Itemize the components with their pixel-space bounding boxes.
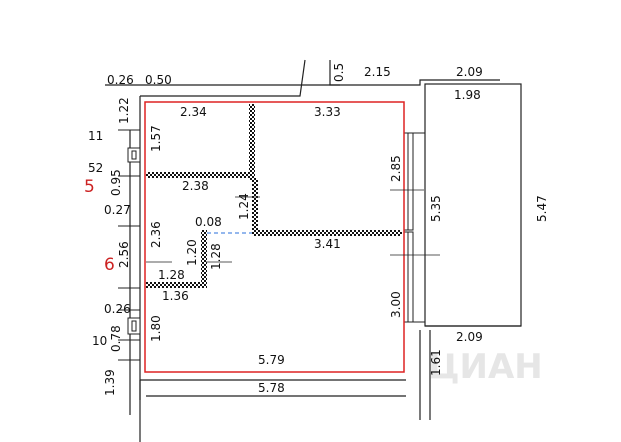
right-windows	[403, 132, 425, 323]
dim-label: 3.00	[389, 291, 403, 318]
dim-label: 1.24	[237, 193, 251, 220]
dim-label: 2.15	[364, 65, 391, 79]
dim-label: 2.09	[456, 65, 483, 79]
dim-label: 0.26	[107, 73, 134, 87]
dim-label: 5.47	[535, 195, 549, 222]
balcony	[424, 83, 522, 327]
watermark: ЦИАН	[428, 347, 543, 387]
dim-label: 0.27	[104, 203, 131, 217]
left-wall-details	[118, 129, 141, 361]
dim-label: 3.33	[314, 105, 341, 119]
dim-label: 0.50	[145, 73, 172, 87]
red-marker-label: 5	[84, 177, 95, 197]
dim-label: 1.39	[103, 369, 117, 396]
dim-label: 1.28	[209, 243, 223, 270]
dim-label: 5.78	[258, 381, 285, 395]
dim-label: 5.35	[429, 195, 443, 222]
dim-label: 0.95	[109, 169, 123, 196]
dim-label: 1.20	[185, 239, 199, 266]
dim-label: 2.85	[389, 155, 403, 182]
partitions	[146, 104, 402, 288]
apartment-outline	[144, 101, 405, 373]
dim-label: 52	[88, 161, 103, 175]
dim-label: 0.26	[104, 302, 131, 316]
dim-label: 1.61	[429, 349, 443, 376]
dim-label: 10	[92, 334, 107, 348]
dim-label: 1.22	[117, 97, 131, 124]
dim-label: 1.28	[158, 268, 185, 282]
dimension-ticks	[146, 189, 440, 263]
dim-label: 2.56	[117, 241, 131, 268]
dim-label: 2.38	[182, 179, 209, 193]
dim-label: 2.36	[149, 221, 163, 248]
dim-label: 1.36	[162, 289, 189, 303]
outer-walls	[105, 59, 500, 442]
dim-label: 0.5	[332, 63, 346, 82]
dim-label: 0.08	[195, 215, 222, 229]
dim-label: 2.09	[456, 330, 483, 344]
red-marker-label: 6	[104, 255, 115, 275]
dim-label: 1.98	[454, 88, 481, 102]
dim-label: 1.57	[149, 125, 163, 152]
dim-label: 11	[88, 129, 103, 143]
dim-label: 5.79	[258, 353, 285, 367]
dim-label: 2.34	[180, 105, 207, 119]
dimension-labels: 0.26 0.50 0.5 2.15 2.09 1.98 5.47 2.09 1…	[84, 63, 549, 396]
dim-label: 0.78	[109, 325, 123, 352]
dim-label: 3.41	[314, 237, 341, 251]
dim-label: 1.80	[149, 315, 163, 342]
